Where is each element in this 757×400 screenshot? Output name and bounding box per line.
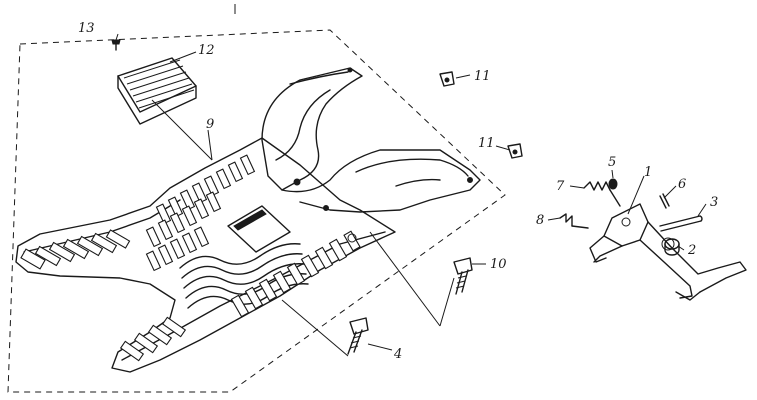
clip-11-upper xyxy=(439,71,455,87)
spring-7 xyxy=(583,181,621,207)
floor-slots-left xyxy=(20,229,131,270)
access-opening xyxy=(227,205,291,253)
pin-3 xyxy=(659,215,703,232)
callout-11-lower: 11 xyxy=(478,136,495,151)
floor-slots-front xyxy=(119,230,361,362)
floor-slots-center xyxy=(145,154,256,272)
main-stand xyxy=(589,203,747,301)
callout-6: 6 xyxy=(678,177,686,192)
callout-1: 1 xyxy=(644,165,652,180)
floor-panel xyxy=(15,137,396,373)
inner-shield xyxy=(261,67,481,213)
cap-5 xyxy=(608,178,618,190)
callout-12: 12 xyxy=(198,43,215,58)
callout-7: 7 xyxy=(556,179,565,194)
screw-13 xyxy=(111,39,121,51)
callout-3: 3 xyxy=(710,195,718,210)
callout-10: 10 xyxy=(490,257,507,272)
spring-8 xyxy=(559,213,589,229)
callout-labels: 13 12 9 11 11 10 4 5 1 6 7 3 8 2 xyxy=(78,21,718,362)
callout-4: 4 xyxy=(393,347,402,362)
callout-5: 5 xyxy=(608,155,616,170)
bolt-10 xyxy=(453,257,473,295)
clip-11-lower xyxy=(507,143,523,159)
callout-2: 2 xyxy=(687,243,696,258)
rubber-mat xyxy=(117,57,197,125)
assembly-frame xyxy=(7,4,506,393)
bolt-4 xyxy=(347,317,369,355)
collar-2 xyxy=(664,238,680,256)
callout-8: 8 xyxy=(536,213,544,228)
callout-11-upper: 11 xyxy=(474,69,491,84)
callout-9: 9 xyxy=(206,117,214,132)
leader-lines xyxy=(115,33,707,357)
floor-ribs xyxy=(179,243,309,309)
callout-13: 13 xyxy=(78,21,95,36)
cotter-pin-6 xyxy=(659,193,670,209)
